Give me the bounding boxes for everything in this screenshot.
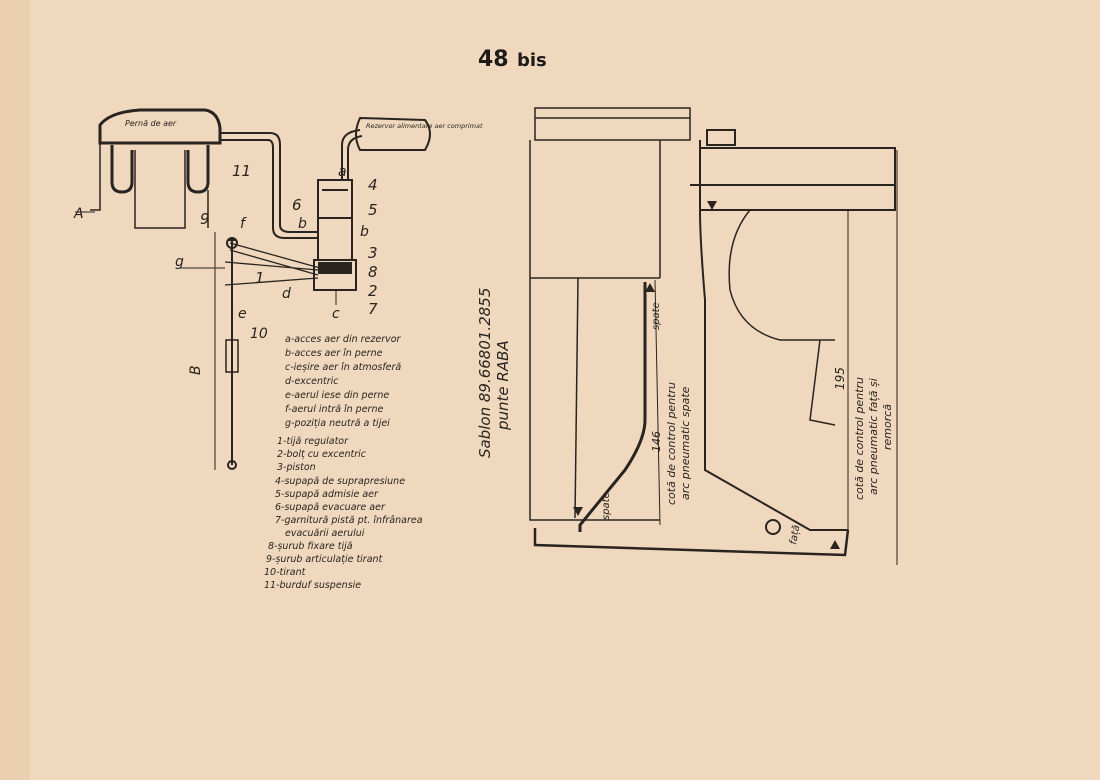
label: g xyxy=(175,254,184,270)
air-suspension-diagram: Pernă de aer Rezervor alimentare aer com… xyxy=(73,108,483,470)
label: f-aerul intră în perne xyxy=(285,404,383,415)
label: d xyxy=(282,286,291,302)
label: cotă de control pentru xyxy=(665,382,678,505)
label: A xyxy=(73,206,84,222)
label: 10-tirant xyxy=(264,567,307,578)
label: Sablon 89.66801.2855 xyxy=(476,288,494,458)
label: 1-tijă regulator xyxy=(277,436,349,447)
label: 5 xyxy=(368,201,378,219)
label: 195 xyxy=(833,367,847,390)
label: arc pneumatic spate xyxy=(679,386,692,500)
label: 4-supapă de suprapresiune xyxy=(275,476,405,487)
label: 2 xyxy=(368,282,378,300)
label: 5-supapă admisie aer xyxy=(275,489,379,500)
label: remorcă xyxy=(881,404,894,450)
label: punte RABA xyxy=(494,340,512,431)
label: 146 xyxy=(650,431,663,452)
air-cushion xyxy=(98,108,222,145)
label: g-poziția neutră a tijei xyxy=(285,418,390,429)
page-number: 48 xyxy=(478,47,509,72)
label: a-acces aer din rezervor xyxy=(285,334,402,345)
label: c xyxy=(332,306,340,322)
label: cotă de control pentru xyxy=(853,377,866,500)
label: e-aerul iese din perne xyxy=(285,390,389,401)
label: a xyxy=(338,164,347,180)
part-numbers: 10 1 2 3 4 5 6 7 8 9 11 xyxy=(200,162,378,342)
reservoir xyxy=(355,116,431,151)
label: 6 xyxy=(292,196,302,214)
diagram-letters: a b b c d e f g A B xyxy=(73,164,369,375)
label: 7 xyxy=(368,300,378,318)
label: arc pneumatic față și xyxy=(867,378,880,495)
label: 4 xyxy=(368,176,378,194)
label: B xyxy=(188,365,204,375)
label: spate xyxy=(601,492,612,520)
label: 7-garnitură pistă pt. înfrânarea xyxy=(275,515,423,526)
label: 3 xyxy=(368,244,378,262)
label: 3-piston xyxy=(277,462,316,473)
bellows xyxy=(110,145,210,194)
label: 8-șurub fixare tijă xyxy=(268,541,353,552)
label: 6-supapă evacuare aer xyxy=(275,502,386,513)
page-suffix: bis xyxy=(517,50,547,71)
label: spate xyxy=(651,302,662,330)
label: f xyxy=(240,216,247,232)
label: 11-burduf suspensie xyxy=(264,580,361,591)
reservoir-label: Rezervor alimentare aer comprimat xyxy=(366,122,483,130)
cushion-label: Pernă de aer xyxy=(125,119,177,128)
label: evacuării aerului xyxy=(285,528,365,539)
legend: a-acces aer din rezervor b-acces aer în … xyxy=(264,334,423,591)
label: 8 xyxy=(368,263,378,281)
label: 2-bolț cu excentric xyxy=(277,449,367,460)
label: 9 xyxy=(200,210,210,228)
label: 11 xyxy=(232,162,251,180)
label: b-acces aer în perne xyxy=(285,348,383,359)
label: b xyxy=(360,224,369,240)
label: 1 xyxy=(255,269,265,287)
label: 10 xyxy=(250,326,268,342)
label: c-ieșire aer în atmosferă xyxy=(285,362,401,373)
label: b xyxy=(298,216,307,232)
label: față xyxy=(788,524,802,545)
axle-template-diagram: Sablon 89.66801.2855 punte RABA 146 cotă… xyxy=(476,107,898,565)
label: d-excentric xyxy=(285,376,339,387)
template-labels: Sablon 89.66801.2855 punte RABA 146 cotă… xyxy=(476,288,894,546)
label: e xyxy=(238,306,247,322)
label: 9-șurub articulație tirant xyxy=(266,554,384,565)
